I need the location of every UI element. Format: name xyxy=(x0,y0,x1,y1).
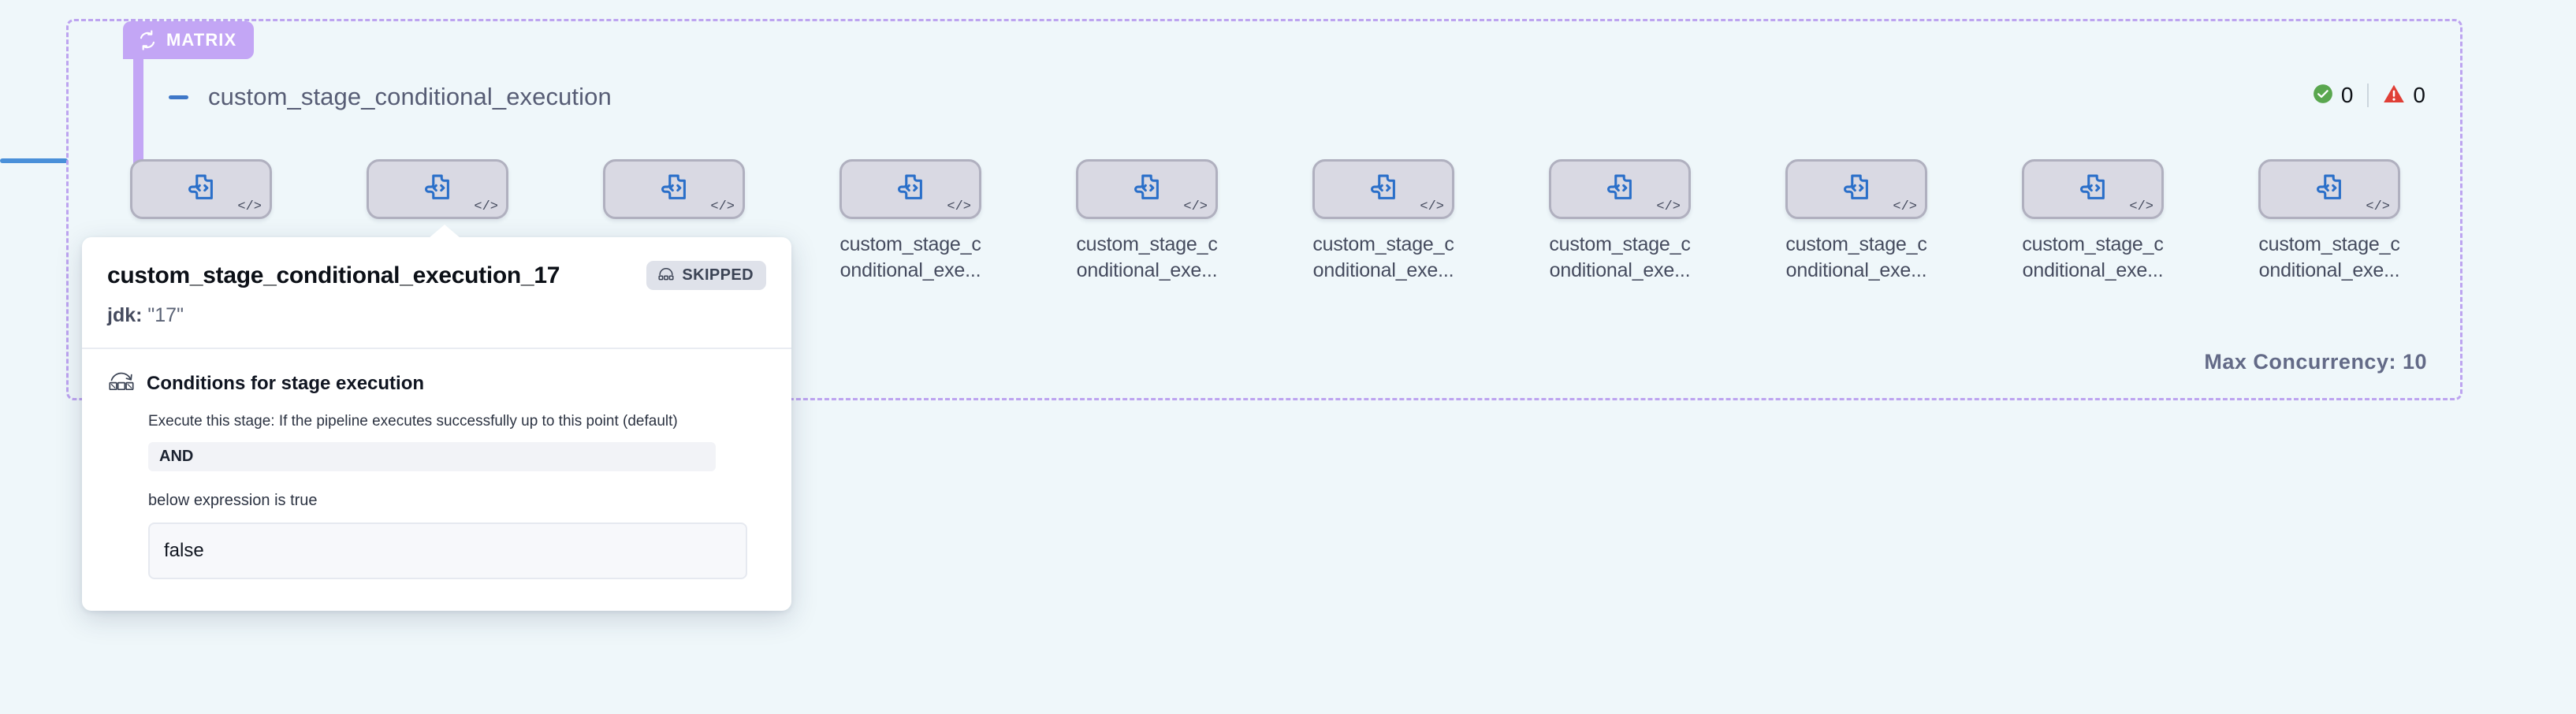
tooltip-parameter-value: "17" xyxy=(147,304,184,326)
code-tag-icon: </> xyxy=(237,199,262,214)
matrix-node-10[interactable]: </> custom_stage_conditional_exe... xyxy=(2258,159,2400,284)
plugin-code-icon xyxy=(1841,172,1872,207)
node-box[interactable]: </> xyxy=(603,159,745,219)
node-box[interactable]: </> xyxy=(1785,159,1927,219)
conditions-header: Conditions for stage execution xyxy=(107,370,766,397)
plugin-code-icon xyxy=(2077,172,2109,207)
tooltip-parameter: jdk: "17" xyxy=(107,304,766,327)
plugin-code-icon xyxy=(185,172,217,207)
matrix-badge-label: MATRIX xyxy=(166,30,237,50)
node-label: custom_stage_conditional_exe... xyxy=(2258,233,2400,282)
tooltip-divider xyxy=(82,348,791,349)
conditions-operator: AND xyxy=(148,441,716,471)
loop-arrows-icon xyxy=(137,30,158,50)
node-box[interactable]: </> xyxy=(839,159,981,219)
minus-icon[interactable] xyxy=(166,85,190,109)
max-concurrency-label: Max Concurrency: 10 xyxy=(2204,350,2427,374)
matrix-node-4[interactable]: </> custom_stage_conditional_exe... xyxy=(839,159,981,284)
plugin-code-icon xyxy=(658,172,690,207)
success-count: 0 xyxy=(2340,83,2354,107)
node-box[interactable]: </> xyxy=(2258,159,2400,219)
tooltip-parameter-key: jdk: xyxy=(107,304,143,326)
incoming-edge-connector xyxy=(0,158,68,163)
warning-count: 0 xyxy=(2413,83,2425,107)
node-label: custom_stage_conditional_exe... xyxy=(2022,233,2164,282)
skip-arc-icon xyxy=(657,266,675,284)
node-label: custom_stage_conditional_exe... xyxy=(1785,233,1927,282)
matrix-node-8[interactable]: </> custom_stage_conditional_exe... xyxy=(1785,159,1927,284)
check-circle-icon xyxy=(2313,84,2333,108)
expression-value: false xyxy=(148,522,747,579)
matrix-node-6[interactable]: </> custom_stage_conditional_exe... xyxy=(1312,159,1454,284)
node-label: custom_stage_conditional_exe... xyxy=(1076,233,1218,282)
code-tag-icon: </> xyxy=(2366,199,2390,214)
node-box[interactable]: </> xyxy=(1549,159,1691,219)
page-title: custom_stage_conditional_execution xyxy=(208,83,612,110)
node-box[interactable]: </> xyxy=(1312,159,1454,219)
tooltip-title: custom_stage_conditional_execution_17 xyxy=(107,262,560,288)
node-box[interactable]: </> xyxy=(130,159,272,219)
counter-divider xyxy=(2367,84,2369,107)
code-tag-icon: </> xyxy=(947,199,971,214)
matrix-node-9[interactable]: </> custom_stage_conditional_exe... xyxy=(2022,159,2164,284)
plugin-code-icon xyxy=(1131,172,1163,207)
status-badge-label: SKIPPED xyxy=(682,266,754,284)
plugin-code-icon xyxy=(2314,172,2345,207)
success-counter: 0 xyxy=(2313,83,2354,108)
node-label: custom_stage_conditional_exe... xyxy=(1549,233,1691,282)
status-badge: SKIPPED xyxy=(646,261,766,290)
code-tag-icon: </> xyxy=(1656,199,1681,214)
code-tag-icon: </> xyxy=(710,199,735,214)
code-tag-icon: </> xyxy=(474,199,498,214)
plugin-code-icon xyxy=(895,172,926,207)
tooltip-body: Conditions for stage execution Execute t… xyxy=(82,349,791,611)
node-box[interactable]: </> xyxy=(367,159,508,219)
node-label: custom_stage_conditional_exe... xyxy=(1312,233,1454,282)
plugin-code-icon xyxy=(1368,172,1399,207)
conditional-skip-icon xyxy=(107,370,136,397)
code-tag-icon: </> xyxy=(1183,199,1208,214)
group-header: custom_stage_conditional_execution xyxy=(166,83,612,111)
code-tag-icon: </> xyxy=(2129,199,2153,214)
matrix-node-5[interactable]: </> custom_stage_conditional_exe... xyxy=(1076,159,1218,284)
matrix-badge[interactable]: MATRIX xyxy=(123,21,255,59)
node-box[interactable]: </> xyxy=(2022,159,2164,219)
code-tag-icon: </> xyxy=(1893,199,1917,214)
conditions-description: Execute this stage: If the pipeline exec… xyxy=(148,413,678,430)
node-tooltip: custom_stage_conditional_execution_17 SK… xyxy=(82,225,791,611)
code-tag-icon: </> xyxy=(1420,199,1444,214)
node-label: custom_stage_conditional_exe... xyxy=(839,233,981,282)
warning-triangle-icon xyxy=(2383,84,2405,108)
status-counters: 0 0 xyxy=(2313,83,2425,108)
matrix-node-7[interactable]: </> custom_stage_conditional_exe... xyxy=(1549,159,1691,284)
tooltip-header: custom_stage_conditional_execution_17 SK… xyxy=(82,237,791,348)
conditions-title: Conditions for stage execution xyxy=(147,372,425,394)
tooltip-arrow xyxy=(429,225,460,238)
warning-counter: 0 xyxy=(2383,83,2425,108)
expression-note: below expression is true xyxy=(148,491,318,509)
plugin-code-icon xyxy=(1604,172,1636,207)
node-box[interactable]: </> xyxy=(1076,159,1218,219)
plugin-code-icon xyxy=(422,172,453,207)
